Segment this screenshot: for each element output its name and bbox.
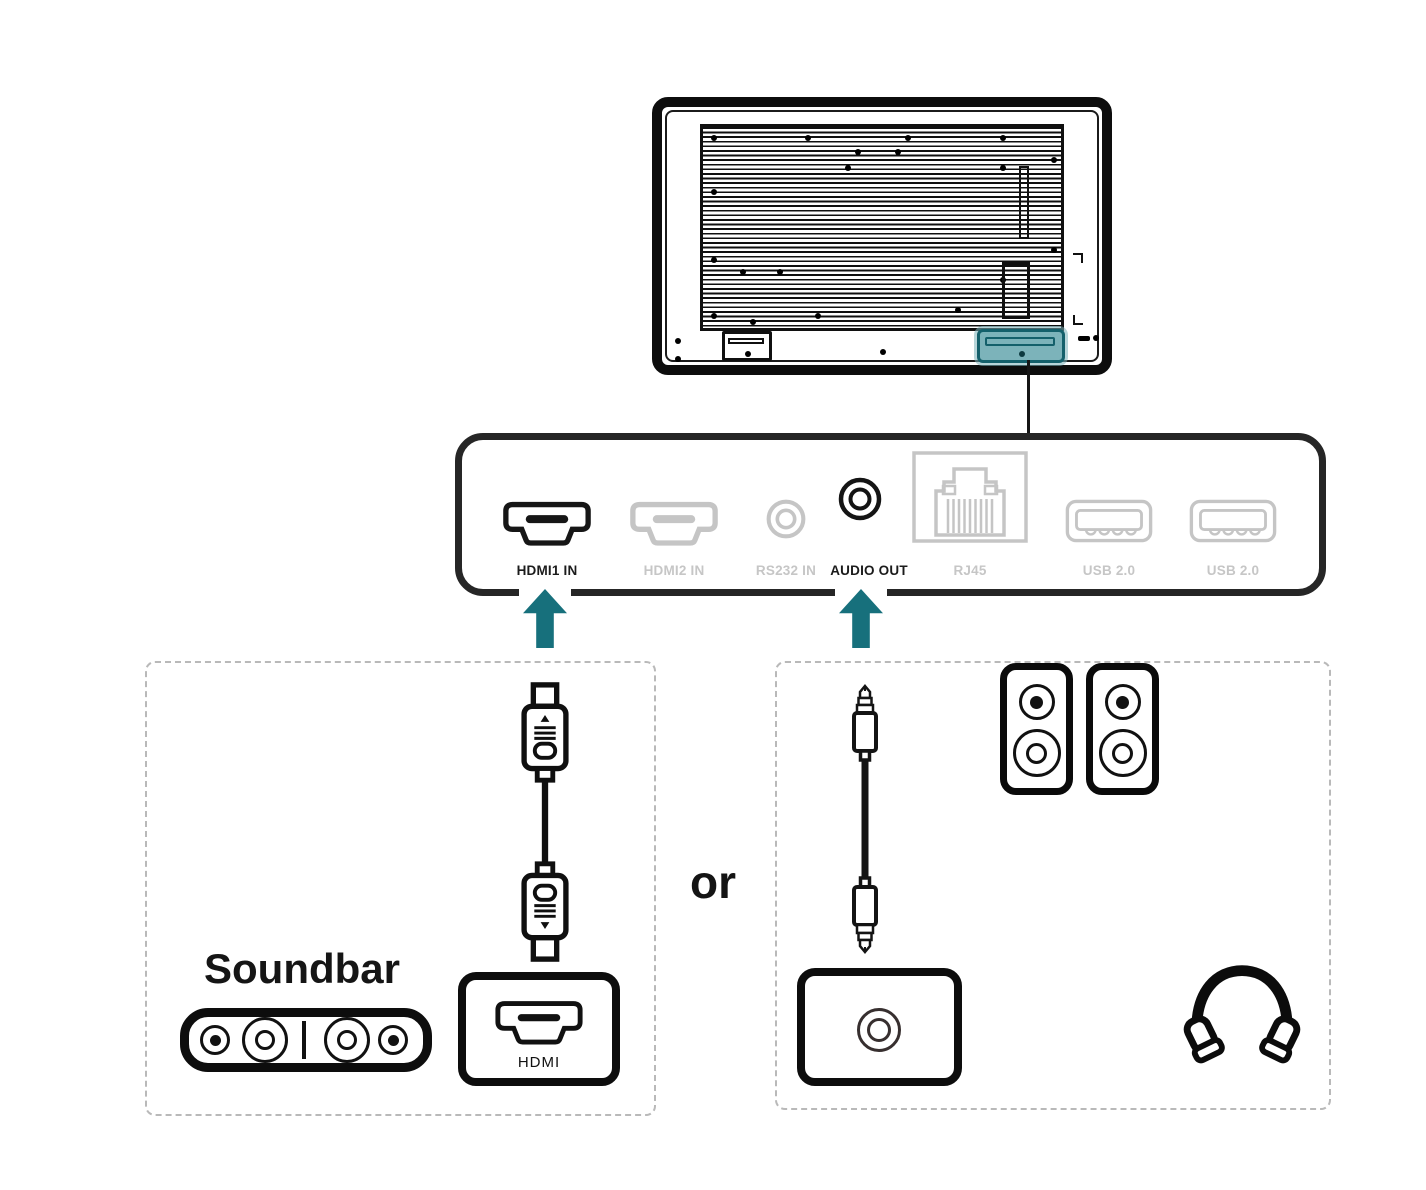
audio-out-port-icon xyxy=(838,477,882,521)
port-label-hdmi1-in: HDMI1 IN xyxy=(516,563,578,578)
speaker-icon xyxy=(1000,663,1073,795)
power-mark xyxy=(1078,336,1090,341)
hdmi-socket-label: HDMI xyxy=(517,1054,561,1071)
power-mark-dot xyxy=(1093,335,1099,341)
display-recess-top xyxy=(1019,166,1029,239)
callout-line xyxy=(1027,360,1030,434)
display-recess-bottom xyxy=(1002,262,1030,319)
screw-dot xyxy=(675,338,681,344)
up-arrow-icon-hdmi xyxy=(523,589,567,648)
highlighted-port-area xyxy=(977,329,1065,363)
headphones-icon xyxy=(1183,965,1301,1064)
display-back xyxy=(652,97,1112,375)
screw-dot xyxy=(880,349,886,355)
hdmi2-port-icon xyxy=(630,501,718,546)
jack-input-icon xyxy=(857,1008,901,1052)
usb-port-icon xyxy=(1189,499,1277,543)
port-label-usb-b: USB 2.0 xyxy=(1206,563,1260,578)
display-stand-bracket xyxy=(722,331,772,361)
speaker-icon xyxy=(1086,663,1159,795)
rs232-port-icon xyxy=(766,499,806,539)
corner-mark-top xyxy=(1073,253,1083,263)
audio-jack-cable-icon xyxy=(852,684,878,954)
display-inner-frame xyxy=(665,110,1099,362)
soundbar-icon xyxy=(180,1008,432,1072)
screw-dot xyxy=(675,356,681,362)
up-arrow-icon-audio xyxy=(839,589,883,648)
usb-port-icon xyxy=(1065,499,1153,543)
corner-mark-bottom xyxy=(1073,315,1083,325)
hdmi-socket-icon xyxy=(495,1001,583,1045)
port-label-usb-a: USB 2.0 xyxy=(1082,563,1136,578)
port-label-audio-out: AUDIO OUT xyxy=(830,563,908,578)
or-separator: or xyxy=(690,856,736,908)
port-panel: HDMI1 IN HDMI2 IN RS232 IN AUDIO OUT RJ4… xyxy=(455,433,1326,596)
screw-dots xyxy=(711,135,717,141)
hdmi-socket-box: HDMI xyxy=(458,972,620,1086)
soundbar-label: Soundbar xyxy=(204,945,400,992)
port-label-hdmi2-in: HDMI2 IN xyxy=(643,563,705,578)
port-label-rj45: RJ45 xyxy=(953,563,987,578)
audio-device-icon xyxy=(797,968,962,1086)
option-soundbar-hdmi: Soundbar HDMI xyxy=(145,661,656,1116)
hdmi-cable-icon xyxy=(521,682,569,962)
port-label-rs232-in: RS232 IN xyxy=(755,563,817,578)
hdmi1-port-icon xyxy=(503,501,591,546)
rj45-port-icon xyxy=(912,451,1028,543)
option-audio-line-out xyxy=(775,661,1331,1110)
